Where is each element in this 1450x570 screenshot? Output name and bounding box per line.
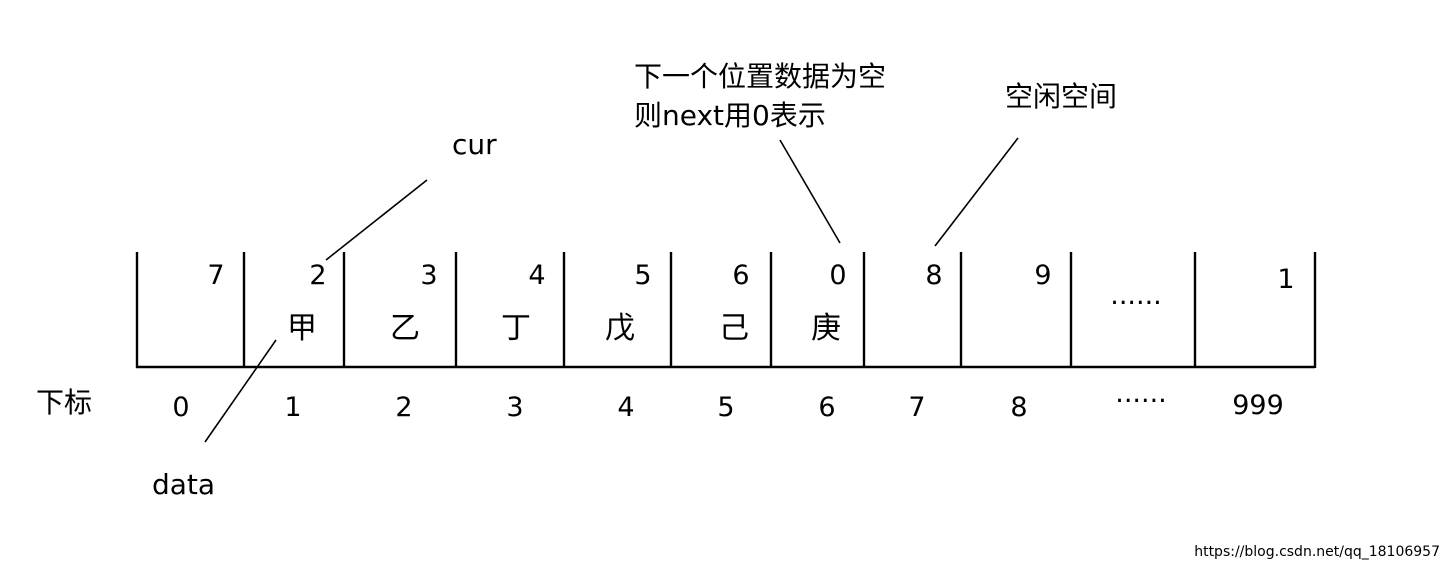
data-value-3: 丁	[501, 311, 531, 346]
index-value-9: ......	[1115, 378, 1167, 409]
data-value-5: 己	[719, 311, 749, 346]
index-value-0: 0	[172, 392, 189, 423]
next-zero-annotation-line2: 则next用0表示	[634, 99, 826, 132]
cur-value-4: 5	[634, 260, 651, 291]
cur-value-0: 7	[207, 260, 224, 291]
index-value-4: 4	[617, 392, 634, 423]
cur-value-7: 8	[925, 260, 942, 291]
data-value-2: 乙	[390, 311, 420, 346]
cur-value-5: 6	[732, 260, 749, 291]
next-zero-pointer-line	[779, 139, 841, 244]
next-zero-annotation-line1: 下一个位置数据为空	[634, 60, 886, 93]
free-space-pointer-line	[934, 137, 1019, 247]
cur-value-8: 9	[1034, 260, 1051, 291]
cur-value-6: 0	[829, 260, 846, 291]
index-row-label: 下标	[36, 386, 92, 419]
data-pointer-line	[204, 339, 277, 443]
cur-value-2: 3	[420, 260, 437, 291]
cur-value-10: 1	[1277, 264, 1294, 295]
index-value-1: 1	[284, 392, 301, 423]
index-value-8: 8	[1010, 392, 1027, 423]
cur-values: 7 2 3 4 5 6 0 8 9 ...... 1	[207, 260, 1294, 311]
index-value-3: 3	[506, 392, 523, 423]
index-value-2: 2	[395, 392, 412, 423]
index-value-10: 999	[1232, 390, 1284, 421]
data-label: data	[152, 468, 215, 501]
cur-pointer-line	[325, 179, 428, 261]
data-value-4: 戊	[605, 311, 635, 346]
cur-value-9: ......	[1110, 280, 1162, 311]
data-values: 甲 乙 丁 戊 己 庚	[287, 311, 841, 346]
index-value-7: 7	[908, 392, 925, 423]
watermark-text: https://blog.csdn.net/qq_18106957	[1194, 544, 1440, 560]
cur-label: cur	[452, 128, 497, 161]
index-value-5: 5	[717, 392, 734, 423]
free-space-label: 空闲空间	[1005, 80, 1117, 113]
data-value-6: 庚	[811, 311, 841, 346]
data-value-1: 甲	[287, 311, 317, 346]
index-values: 0 1 2 3 4 5 6 7 8 ...... 999	[172, 378, 1283, 423]
cur-value-3: 4	[528, 260, 545, 291]
cur-value-1: 2	[309, 260, 326, 291]
index-value-6: 6	[818, 392, 835, 423]
